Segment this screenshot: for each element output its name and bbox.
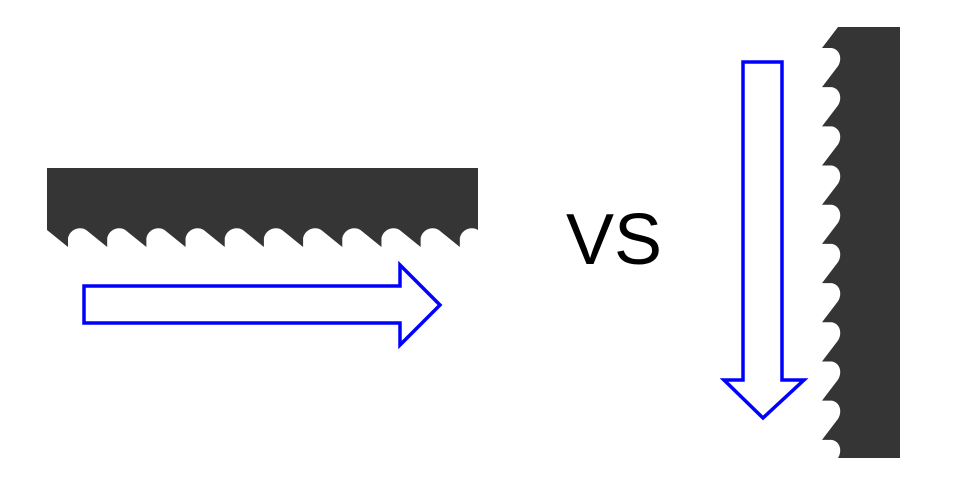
horizontal-saw-blade xyxy=(47,168,478,247)
versus-label: VS xyxy=(566,200,663,280)
right-arrow xyxy=(82,260,443,350)
vertical-saw-blade xyxy=(822,27,900,458)
down-arrow xyxy=(719,60,809,421)
